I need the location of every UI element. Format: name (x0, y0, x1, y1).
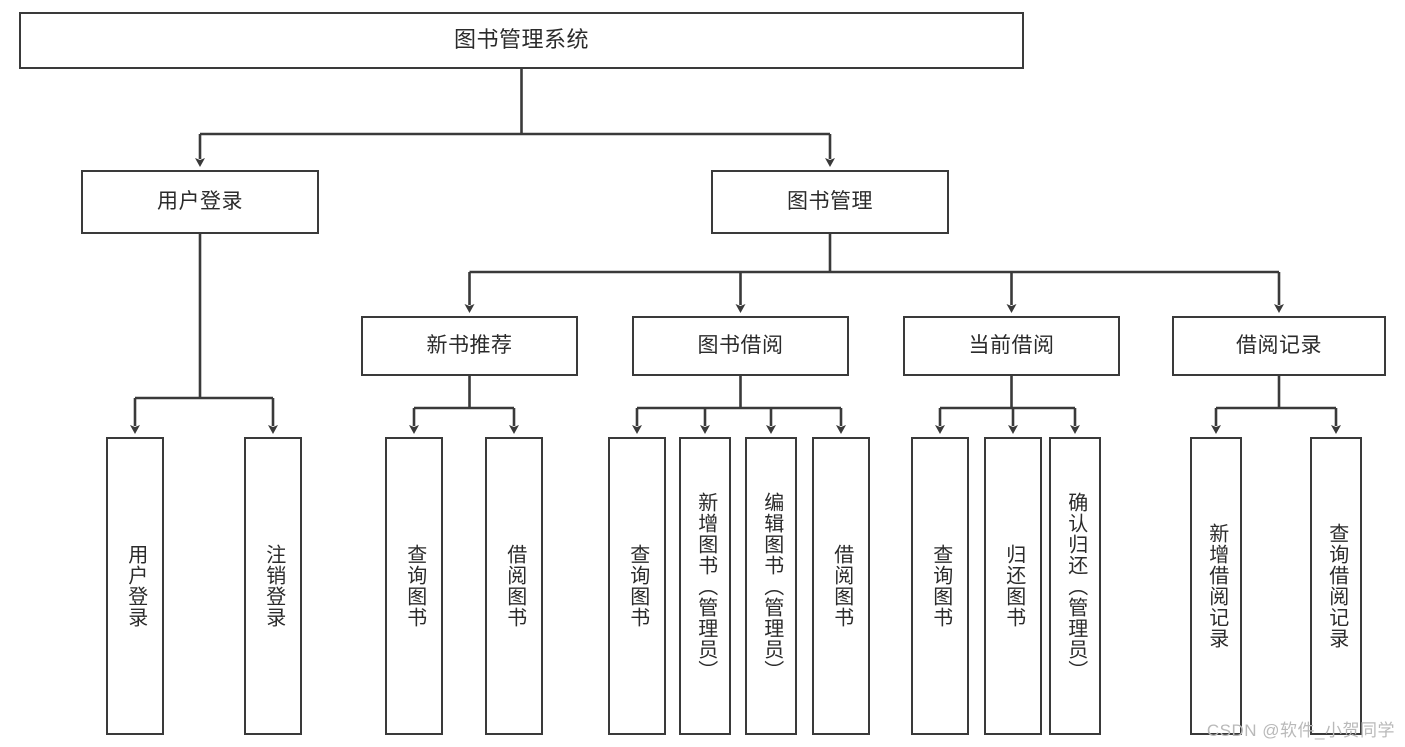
node-l3_5[interactable]: 新增图书（管理员） (679, 437, 731, 735)
node-label: 图书管理系统 (453, 27, 589, 53)
node-label: 借阅记录 (1236, 334, 1322, 358)
node-l3_1[interactable]: 注销登录 (244, 437, 302, 735)
node-l1_0[interactable]: 用户登录 (81, 170, 319, 234)
node-label: 借阅图书 (830, 544, 853, 628)
node-label: 查询图书 (929, 544, 952, 628)
node-l2_3[interactable]: 借阅记录 (1172, 316, 1386, 376)
node-l3_4[interactable]: 查询图书 (608, 437, 666, 735)
node-l1_1[interactable]: 图书管理 (711, 170, 949, 234)
node-l2_0[interactable]: 新书推荐 (361, 316, 578, 376)
node-label: 借阅图书 (503, 544, 526, 628)
node-label: 确认归还（管理员） (1064, 491, 1087, 681)
node-label: 新增借阅记录 (1205, 523, 1228, 649)
node-label: 查询图书 (403, 544, 426, 628)
node-label: 用户登录 (124, 544, 147, 628)
node-label: 编辑图书（管理员） (760, 491, 783, 681)
node-label: 用户登录 (157, 190, 243, 214)
node-l2_1[interactable]: 图书借阅 (632, 316, 849, 376)
node-l2_2[interactable]: 当前借阅 (903, 316, 1120, 376)
node-l3_2[interactable]: 查询图书 (385, 437, 443, 735)
node-l3_3[interactable]: 借阅图书 (485, 437, 543, 735)
node-label: 归还图书 (1002, 544, 1025, 628)
node-l3_9[interactable]: 归还图书 (984, 437, 1042, 735)
node-label: 新书推荐 (426, 334, 513, 358)
node-l3_8[interactable]: 查询图书 (911, 437, 969, 735)
node-root[interactable]: 图书管理系统 (19, 12, 1024, 69)
csdn-watermark: CSDN @软件_小贺同学 (1206, 721, 1395, 740)
node-label: 新增图书（管理员） (694, 491, 717, 681)
node-l3_0[interactable]: 用户登录 (106, 437, 164, 735)
node-l3_11[interactable]: 新增借阅记录 (1190, 437, 1242, 735)
node-l3_6[interactable]: 编辑图书（管理员） (745, 437, 797, 735)
node-label: 图书管理 (787, 190, 873, 214)
node-l3_12[interactable]: 查询借阅记录 (1310, 437, 1362, 735)
node-label: 当前借阅 (968, 334, 1055, 358)
node-l3_10[interactable]: 确认归还（管理员） (1049, 437, 1101, 735)
node-label: 查询图书 (626, 544, 649, 628)
node-l3_7[interactable]: 借阅图书 (812, 437, 870, 735)
node-label: 图书借阅 (697, 334, 784, 358)
node-label: 注销登录 (262, 544, 285, 628)
node-label: 查询借阅记录 (1325, 523, 1348, 649)
